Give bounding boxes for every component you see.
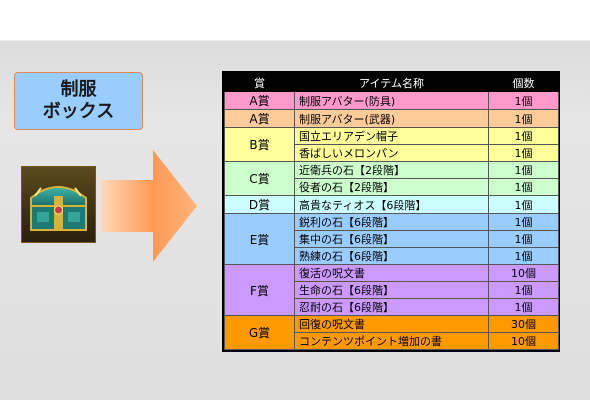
- table-row: 生命の石【6段階】1個: [224, 281, 559, 299]
- prize-cell: F賞: [224, 264, 295, 316]
- item-name-cell: 熟練の石【6段階】: [294, 247, 489, 265]
- table-row: 忍耐の石【6段階】1個: [224, 298, 559, 316]
- header-prize: 賞: [224, 73, 295, 92]
- item-name-cell: 生命の石【6段階】: [294, 281, 489, 299]
- quantity-cell: 1個: [488, 230, 559, 248]
- prize-cell: G賞: [224, 315, 295, 350]
- quantity-cell: 1個: [488, 178, 559, 196]
- header-quantity: 個数: [488, 73, 559, 92]
- quantity-cell: 1個: [488, 109, 559, 128]
- quantity-cell: 30個: [488, 315, 559, 333]
- item-name-cell: 復活の呪文書: [294, 264, 489, 282]
- prize-cell: A賞: [224, 91, 295, 110]
- prize-cell: B賞: [224, 127, 295, 162]
- quantity-cell: 1個: [488, 161, 559, 179]
- table-row: C賞近衛兵の石【2段階】1個: [224, 161, 559, 196]
- item-name-cell: 回復の呪文書: [294, 315, 489, 333]
- table-row: 熟練の石【6段階】1個: [224, 247, 559, 265]
- prize-cell: C賞: [224, 161, 295, 196]
- item-name-cell: 高貴なティオス【6段階】: [294, 195, 489, 214]
- quantity-cell: 1個: [488, 213, 559, 231]
- box-title-line1: 制服: [60, 79, 97, 100]
- prize-cell: D賞: [224, 195, 295, 214]
- table-row: A賞制服アバター(武器)1個: [224, 109, 559, 128]
- item-name-cell: 忍耐の石【6段階】: [294, 298, 489, 316]
- header-item-name: アイテム名称: [294, 73, 489, 92]
- table-row: D賞高貴なティオス【6段階】1個: [224, 195, 559, 214]
- item-name-cell: 制服アバター(武器): [294, 109, 489, 128]
- arrow-right-icon: [101, 150, 197, 262]
- quantity-cell: 10個: [488, 332, 559, 350]
- quantity-cell: 1個: [488, 281, 559, 299]
- item-name-cell: 近衛兵の石【2段階】: [294, 161, 489, 179]
- table-row: A賞制服アバター(防具)1個: [224, 91, 559, 110]
- item-name-cell: 役者の石【2段階】: [294, 178, 489, 196]
- quantity-cell: 1個: [488, 195, 559, 214]
- box-title-badge: 制服 ボックス: [14, 72, 143, 130]
- quantity-cell: 1個: [488, 144, 559, 162]
- table-row: 役者の石【2段階】1個: [224, 178, 559, 196]
- table-row: 集中の石【6段階】1個: [224, 230, 559, 248]
- quantity-cell: 1個: [488, 91, 559, 110]
- prize-cell: A賞: [224, 109, 295, 128]
- quantity-cell: 1個: [488, 247, 559, 265]
- item-name-cell: 集中の石【6段階】: [294, 230, 489, 248]
- quantity-cell: 1個: [488, 127, 559, 145]
- treasure-chest-icon: [21, 166, 96, 243]
- table-header-row: 賞 アイテム名称 個数: [224, 73, 559, 92]
- item-name-cell: 鋭利の石【6段階】: [294, 213, 489, 231]
- item-name-cell: 香ばしいメロンパン: [294, 144, 489, 162]
- prize-cell: E賞: [224, 213, 295, 265]
- box-title-line2: ボックス: [42, 101, 115, 122]
- quantity-cell: 10個: [488, 264, 559, 282]
- item-name-cell: コンテンツポイント増加の書: [294, 332, 489, 350]
- item-name-cell: 国立エリアデン帽子: [294, 127, 489, 145]
- item-name-cell: 制服アバター(防具): [294, 91, 489, 110]
- table-row: E賞鋭利の石【6段階】1個: [224, 213, 559, 265]
- quantity-cell: 1個: [488, 298, 559, 316]
